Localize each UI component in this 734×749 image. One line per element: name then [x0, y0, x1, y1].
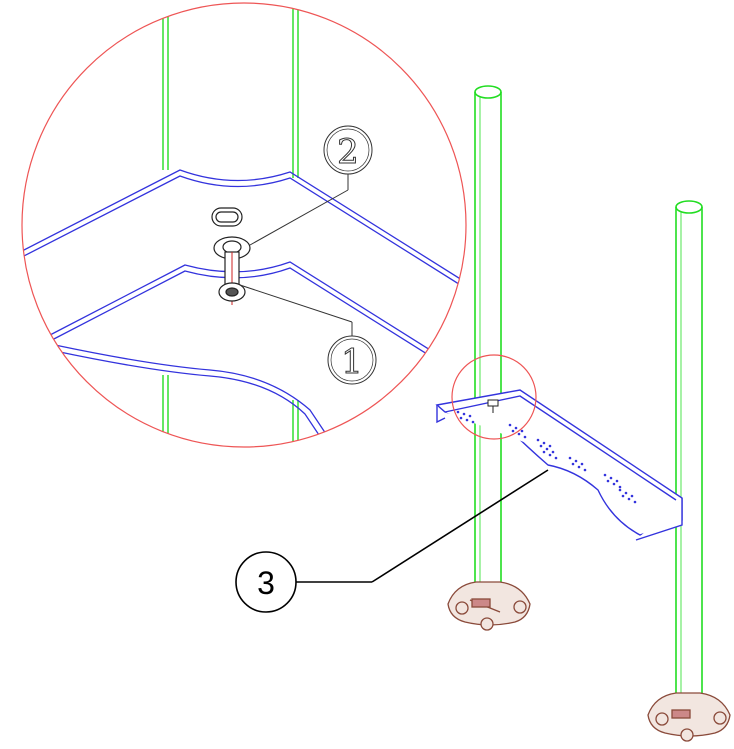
base-right: [647, 692, 731, 742]
detail-circle-outline: [21, 2, 467, 448]
post-left: [474, 85, 502, 595]
base-left: [447, 581, 531, 631]
shelf: [435, 389, 683, 541]
detail-locator-circle: [451, 354, 537, 440]
callout-3-label: 3: [257, 565, 275, 601]
detail-shelf-bottom: [49, 261, 466, 445]
locator-bolt: [487, 399, 499, 413]
callout-2-label: 2: [337, 132, 359, 172]
bolt-assembly: [211, 207, 251, 305]
callout-1: 1: [239, 284, 377, 385]
detail-post-right: [292, 3, 299, 447]
detail-view: [22, 3, 466, 447]
callout-1-label: 1: [341, 342, 363, 382]
detail-shelf-top: [22, 169, 466, 292]
callout-2: 2: [249, 125, 373, 246]
post-right: [675, 200, 703, 705]
shelf-perforations: [456, 410, 637, 504]
callout-3: 3: [235, 469, 549, 613]
detail-post-left: [162, 3, 169, 447]
